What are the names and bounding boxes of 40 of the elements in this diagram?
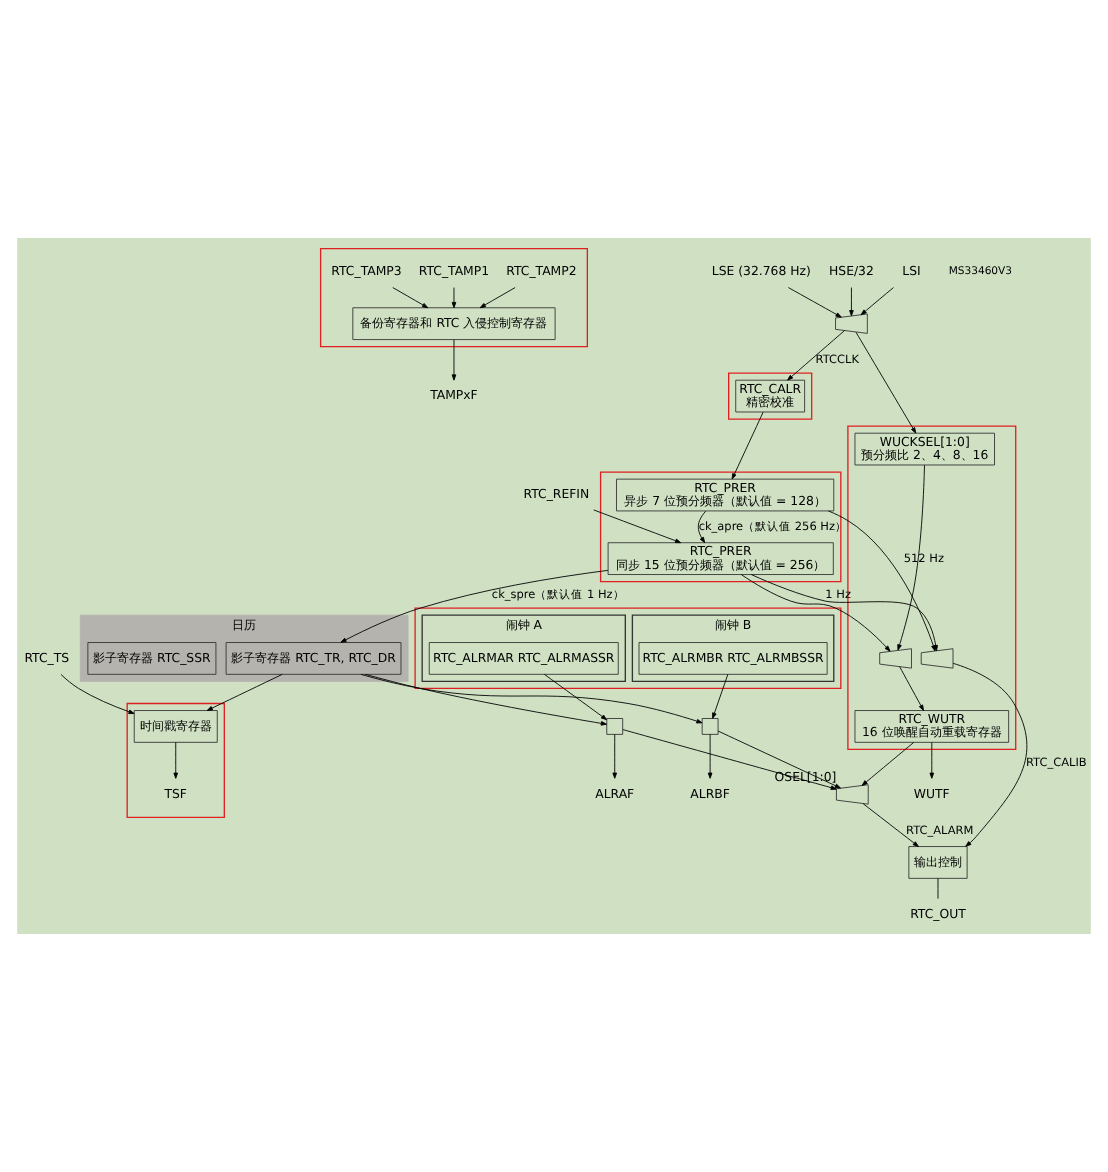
arrow (60, 674, 135, 714)
arrow (929, 741, 935, 779)
node-trapezoid (879, 648, 912, 669)
arrow (862, 803, 919, 847)
arrow (861, 741, 915, 786)
arrow (712, 673, 729, 719)
arrow (697, 510, 707, 544)
arrow (593, 509, 682, 544)
arrow (392, 287, 429, 309)
arrow (612, 733, 618, 779)
arrow (479, 287, 516, 309)
node-trapezoid (920, 648, 954, 669)
arrow (899, 666, 924, 711)
arrow (787, 287, 842, 318)
node-box (606, 718, 624, 735)
arrow (855, 331, 917, 434)
arrow (860, 287, 894, 316)
arrow (173, 741, 179, 779)
arrow (707, 733, 713, 779)
arrow (717, 730, 841, 789)
arrow (622, 729, 837, 790)
arrow (787, 330, 845, 381)
arrow (740, 574, 891, 652)
arrow (849, 287, 854, 317)
arrow (731, 411, 764, 480)
arrow (897, 464, 925, 651)
cluster (414, 607, 842, 690)
cluster (319, 247, 588, 348)
arrow (750, 574, 938, 652)
arrow (543, 673, 608, 721)
connector (937, 878, 939, 900)
arrow (365, 673, 607, 726)
arrow (451, 339, 457, 381)
arrow (451, 287, 457, 309)
arrow (952, 662, 1028, 847)
arrow (827, 510, 936, 652)
arrow (340, 569, 609, 643)
arrow (360, 673, 703, 724)
node-box (701, 718, 719, 735)
arrow (206, 673, 283, 711)
